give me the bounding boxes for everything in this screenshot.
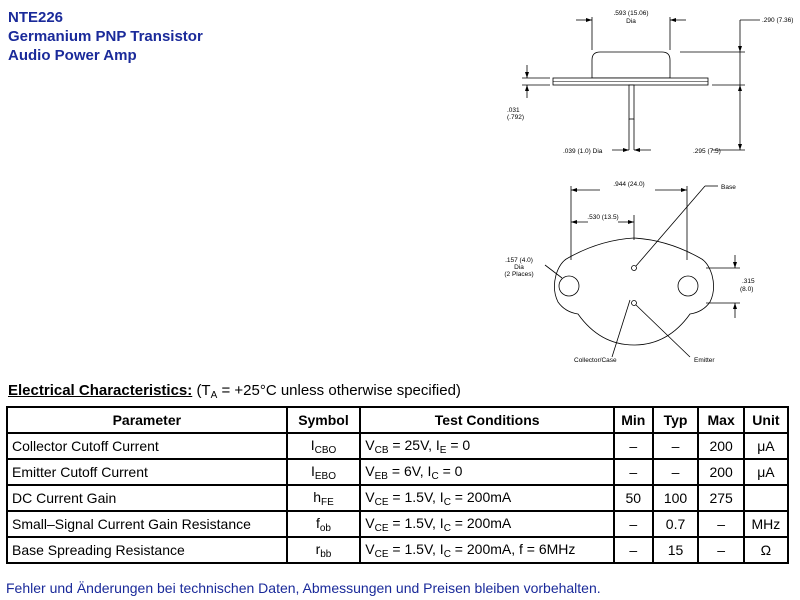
- column-header: Typ: [651, 406, 700, 434]
- column-header: Min: [613, 406, 654, 434]
- test-conditions-cell: VCE = 1.5V, IC = 200mA: [359, 510, 616, 538]
- test-conditions-cell: VCE = 1.5V, IC = 200mA, f = 6MHz: [359, 536, 616, 564]
- unit-cell: Ω: [742, 536, 790, 564]
- dim-overall: .944 (24.0): [613, 181, 644, 188]
- dim-hole-dia-sub2: (2 Places): [504, 271, 533, 278]
- max-cell: 200: [697, 432, 745, 460]
- unit-cell: [742, 484, 790, 512]
- dim-flange-mm: (.792): [507, 114, 524, 121]
- column-header: Test Conditions: [359, 406, 616, 434]
- parameter-cell: Small–Signal Current Gain Resistance: [6, 510, 288, 538]
- test-conditions-cell: VCB = 25V, IE = 0: [359, 432, 616, 460]
- emitter-pin-hole: [631, 300, 637, 306]
- heading-condition: (TA = +25°C unless otherwise specified): [196, 382, 461, 401]
- min-cell: 50: [613, 484, 654, 512]
- side-view-pin: [628, 84, 635, 120]
- dim-height: .290 (7.36): [762, 17, 793, 24]
- bottom-view-outline: [554, 237, 714, 346]
- typ-cell: –: [651, 458, 700, 486]
- electrical-characteristics-heading: Electrical Characteristics: (TA = +25°C …: [8, 382, 461, 401]
- mounting-hole-left: [558, 275, 580, 297]
- dim-hole-dia: .157 (4.0): [505, 257, 533, 264]
- dim-pin-spacing-mm: (8.0): [740, 286, 753, 293]
- unit-cell: μA: [742, 432, 790, 460]
- symbol-cell: fob: [285, 510, 362, 538]
- parameter-cell: Collector Cutoff Current: [6, 432, 288, 460]
- typ-cell: 0.7: [651, 510, 700, 538]
- symbol-cell: rbb: [285, 536, 362, 564]
- dim-pin-len: .295 (7.5): [693, 148, 721, 155]
- column-header: Max: [697, 406, 745, 434]
- label-collector: Collector/Case: [574, 357, 617, 364]
- base-pin-hole: [631, 265, 637, 271]
- min-cell: –: [613, 458, 654, 486]
- label-emitter: Emitter: [694, 357, 715, 364]
- typ-cell: 100: [651, 484, 700, 512]
- min-cell: –: [613, 536, 654, 564]
- dim-flange: .031: [507, 107, 520, 114]
- min-cell: –: [613, 432, 654, 460]
- dim-hole-dia-sub1: Dia: [514, 264, 524, 271]
- label-base: Base: [721, 184, 736, 191]
- disclaimer-footer: Fehler und Änderungen bei technischen Da…: [6, 580, 601, 596]
- parameter-cell: Emitter Cutoff Current: [6, 458, 288, 486]
- column-header: Unit: [742, 406, 790, 434]
- package-outline-drawing: .593 (15.06) Dia .290 (7.36) .031 (.792)…: [504, 10, 793, 364]
- dim-top-width-sub: Dia: [626, 18, 636, 25]
- part-application: Audio Power Amp: [8, 47, 137, 64]
- dim-top-width: .593 (15.06): [613, 10, 648, 17]
- dim-pin-dia: .039 (1.0) Dia: [563, 148, 603, 155]
- column-header: Parameter: [6, 406, 288, 434]
- max-cell: –: [697, 510, 745, 538]
- side-view-cap: [591, 51, 671, 79]
- test-conditions-cell: VCE = 1.5V, IC = 200mA: [359, 484, 616, 512]
- parameter-cell: Base Spreading Resistance: [6, 536, 288, 564]
- unit-cell: μA: [742, 458, 790, 486]
- part-number: NTE226: [8, 9, 64, 26]
- dim-hole-spacing: .530 (13.5): [587, 214, 618, 221]
- title-block: NTE226 Germanium PNP Transistor Audio Po…: [8, 8, 203, 65]
- test-conditions-cell: VEB = 6V, IC = 0: [359, 458, 616, 486]
- dim-pin-spacing: .315: [742, 278, 755, 285]
- max-cell: –: [697, 536, 745, 564]
- column-header: Symbol: [285, 406, 362, 434]
- symbol-cell: ICBO: [285, 432, 362, 460]
- min-cell: –: [613, 510, 654, 538]
- part-description: Germanium PNP Transistor: [8, 28, 203, 45]
- symbol-cell: IEBO: [285, 458, 362, 486]
- unit-cell: MHz: [742, 510, 790, 538]
- typ-cell: –: [651, 432, 700, 460]
- max-cell: 275: [697, 484, 745, 512]
- typ-cell: 15: [651, 536, 700, 564]
- mounting-hole-right: [677, 275, 699, 297]
- heading-label: Electrical Characteristics:: [8, 382, 193, 399]
- max-cell: 200: [697, 458, 745, 486]
- parameter-cell: DC Current Gain: [6, 484, 288, 512]
- symbol-cell: hFE: [285, 484, 362, 512]
